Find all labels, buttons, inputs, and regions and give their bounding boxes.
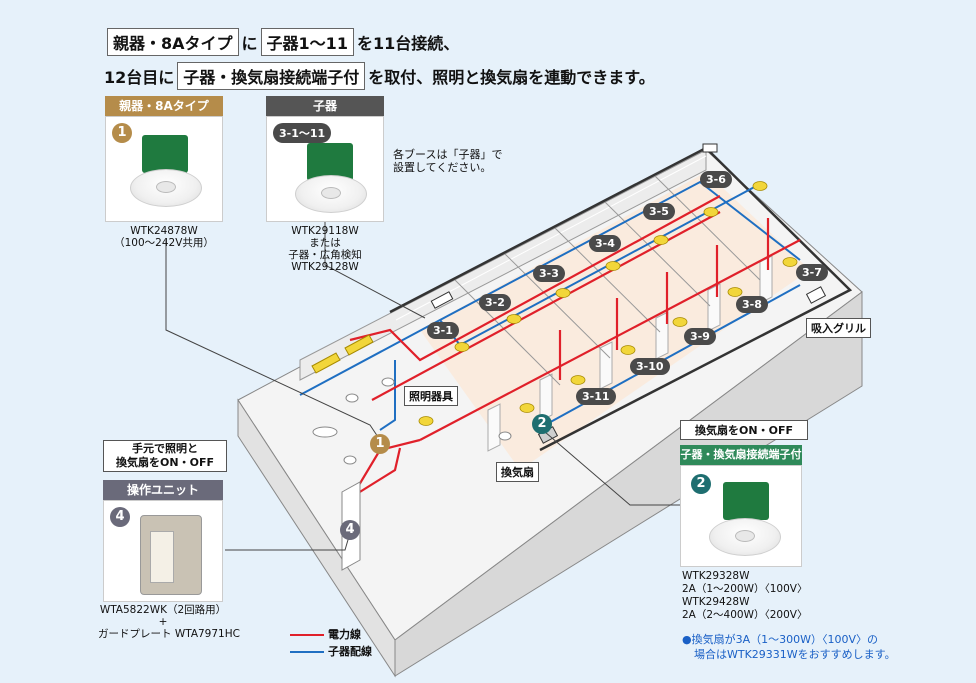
device-body [307,143,353,181]
tag-intake-grill: 吸入グリル [806,318,871,338]
fan-note-line1: ●換気扇が3A（1〜300W）〈100V〉の [682,633,879,646]
card-fan-spec1: 2A（1〜200W）〈100V〉 [682,583,808,595]
card-unit-top: 手元で照明と 換気扇をON・OFF [103,440,227,472]
card-child-or: または [309,237,341,249]
card-fan-label: 子器・換気扇接続端子付 [680,445,802,465]
card-child-label: 子器 [266,96,384,116]
card-parent-model: WTK24878W [130,225,198,237]
sensor-3-6: 3-6 [700,171,732,188]
card-fan-model1: WTK29328W [682,570,750,582]
heading-text: を11台接続、 [356,34,460,53]
device-photo: 1 [105,116,223,222]
sensor-3-11: 3-11 [576,388,616,405]
legend-signal-line [290,651,324,653]
device-photo: 4 [103,500,223,602]
card-fan-caption: WTK29328W 2A（1〜200W）〈100V〉 WTK29428W 2A（… [682,570,807,622]
card-child-caption: WTK29118W または 子器・広角検知 WTK29128W [266,225,384,273]
sensor-3-9: 3-9 [684,328,716,345]
card-fan-number: 2 [691,474,711,494]
booth-note-line2: 設置してください。 [393,161,492,174]
fan-note: ●換気扇が3A（1〜300W）〈100V〉の 場合はWTK29331Wをおすすめ… [682,632,896,662]
card-unit-top-line1: 手元で照明と [132,442,198,455]
ceiling-grid [454,175,761,386]
booth-note-line1: 各ブースは「子器」で [393,148,503,161]
card-unit-plus: + [158,616,168,628]
sensor-3-2: 3-2 [479,294,511,311]
heading-text: に [241,34,258,53]
card-unit-number: 4 [110,507,130,527]
tag-light-fixture: 照明器具 [404,386,458,406]
card-parent-number: 1 [112,123,132,143]
intake-grills [430,143,827,309]
marker-parent: 1 [370,434,390,454]
card-unit-plate: ガードプレート WTA7971HC [98,628,240,640]
card-unit-caption: WTA5822WK（2回路用） + ガードプレート WTA7971HC [98,604,240,640]
room-side-wall [394,291,863,677]
legend-power-line [290,634,324,636]
card-parent-label: 親器・8Aタイプ [105,96,223,116]
card-unit-label: 操作ユニット [103,480,223,500]
card-unit: 操作ユニット 4 [103,480,223,602]
device-photo: 2 [680,465,802,567]
sensor-3-7: 3-7 [796,264,828,281]
card-unit-top-line2: 換気扇をON・OFF [116,456,214,469]
card-fan-top: 換気扇をON・OFF [680,420,808,440]
power-wiring [348,195,801,525]
fan-note-line2: 場合はWTK29331Wをおすすめします。 [694,648,896,661]
sensor-3-8: 3-8 [736,296,768,313]
ceiling-lights [418,181,798,426]
booth-note: 各ブースは「子器」で 設置してください。 [393,148,502,174]
device-sensor [321,187,341,199]
device-photo: 3-1〜11 [266,116,384,222]
sensor-3-5: 3-5 [643,203,675,220]
card-fan-model2: WTK29428W [682,596,750,608]
device-body [142,135,188,173]
sensor-3-4: 3-4 [589,235,621,252]
card-unit-model: WTA5822WK（2回路用） [99,604,227,616]
sensor-3-1: 3-1 [427,322,459,339]
device-body [723,482,769,520]
heading-box-fan-child: 子器・換気扇接続端子付 [177,62,366,90]
card-child: 子器 3-1〜11 [266,96,384,222]
tag-fan: 換気扇 [496,462,539,482]
device-sensor [156,181,176,193]
legend-power-label: 電力線 [328,628,361,641]
marker-unit: 4 [340,520,360,540]
card-parent-spec: （100〜242V共用） [114,237,214,249]
marker-fan-child: 2 [532,414,552,434]
legend-signal: 子器配線 [290,643,372,659]
card-fan: 子器・換気扇接続端子付 2 [680,445,802,567]
heading-box-parent: 親器・8Aタイプ [107,28,239,56]
fixtures [312,377,512,465]
heading-box-child: 子器1〜11 [260,28,354,56]
card-parent-caption: WTK24878W （100〜242V共用） [105,225,223,249]
legend-signal-label: 子器配線 [328,645,372,658]
card-child-alt-name: 子器・広角検知 [288,249,362,261]
device-sensor [735,530,755,542]
card-child-model: WTK29118W [291,225,359,237]
booth-area [420,172,810,470]
sensor-3-10: 3-10 [630,358,670,375]
card-parent: 親器・8Aタイプ 1 [105,96,223,222]
bar-lights [311,334,374,374]
heading-text: 12台目に [104,68,175,87]
legend-power: 電力線 [290,626,361,642]
sensor-3-3: 3-3 [533,265,565,282]
switch-plate [150,531,174,583]
heading-line-2: 12台目に子器・換気扇接続端子付を取付、照明と換気扇を連動できます。 [104,62,655,90]
card-fan-spec2: 2A（2〜400W）〈200V〉 [682,609,808,621]
heading-text: を取付、照明と換気扇を連動できます。 [368,68,655,87]
card-child-alt-model: WTK29128W [291,261,359,273]
ceiling-frame [389,146,853,452]
card-child-number: 3-1〜11 [273,123,332,143]
room-back-wall [299,149,707,381]
